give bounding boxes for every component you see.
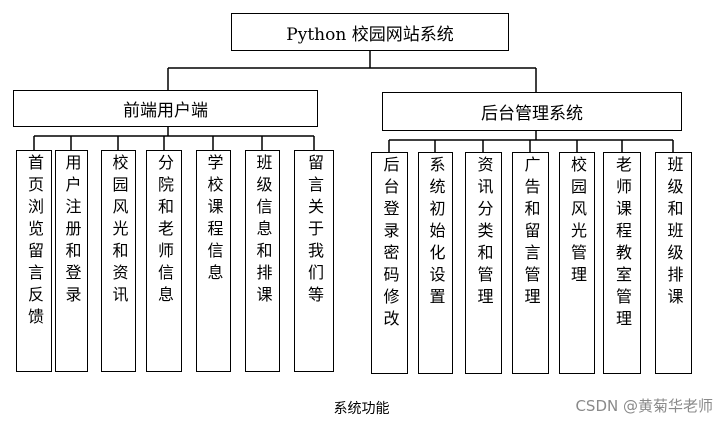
leaf-class-scheduling: 班级和班级排课 <box>655 152 692 374</box>
leaf-school-courses: 学校课程信息 <box>196 150 231 372</box>
group-backend: 后台管理系统 <box>382 92 682 131</box>
leaf-ads-messages: 广告和留言管理 <box>512 152 549 374</box>
leaf-campus-scenery-admin: 校园风光管理 <box>559 152 595 374</box>
leaf-college-teachers: 分院和老师信息 <box>146 150 182 372</box>
group-frontend: 前端用户端 <box>13 90 318 127</box>
leaf-campus-scenery-news: 校园风光和资讯 <box>101 150 136 372</box>
leaf-user-register-login: 用户注册和登录 <box>55 150 88 372</box>
root-node: Python 校园网站系统 <box>231 13 509 51</box>
leaf-teacher-course-room: 老师课程教室管理 <box>603 152 641 374</box>
group-frontend-label: 前端用户端 <box>123 101 208 121</box>
figure-caption: 系统功能 <box>333 401 390 417</box>
watermark: CSDN @黄菊华老师 <box>575 397 713 415</box>
leaf-admin-login-password: 后台登录密码修改 <box>371 152 408 374</box>
leaf-class-schedule: 班级信息和排课 <box>245 150 280 372</box>
leaf-news-category: 资讯分类和管理 <box>465 152 502 374</box>
leaf-message-about: 留言关于我们等 <box>294 150 334 372</box>
group-backend-label: 后台管理系统 <box>481 104 583 124</box>
leaf-homepage-feedback: 首页浏览留言反馈 <box>16 150 52 372</box>
root-label: Python 校园网站系统 <box>286 24 454 45</box>
leaf-system-init: 系统初始化设置 <box>418 152 453 374</box>
